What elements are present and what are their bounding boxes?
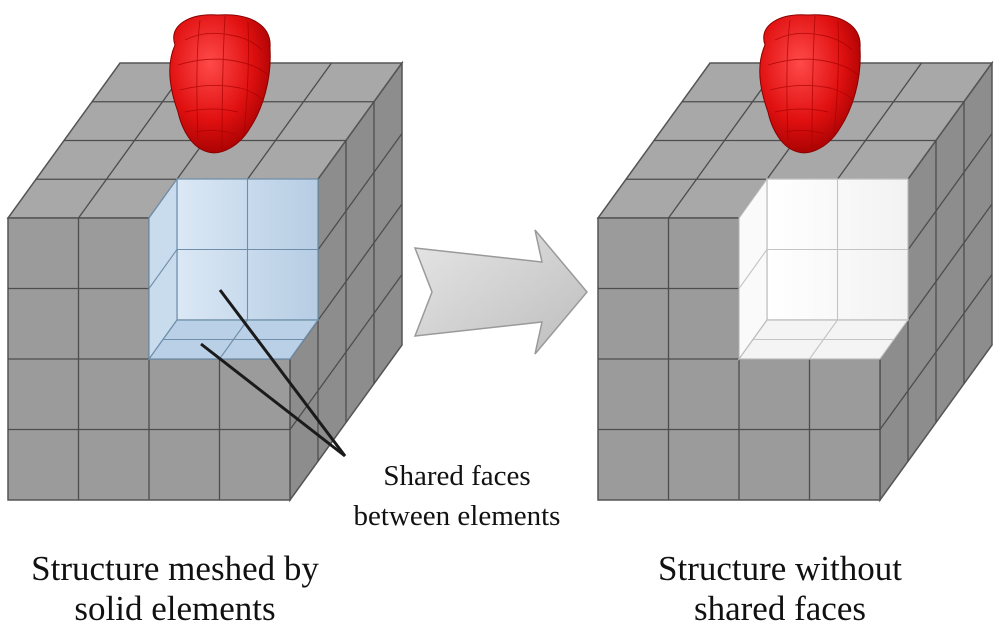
annotation-line-2: between elements xyxy=(353,500,561,532)
left-caption-line-1: Structure meshed by xyxy=(31,549,319,588)
left-meshed-cube xyxy=(6,14,404,503)
shared-faces-annotation: Shared faces between elements xyxy=(322,456,592,536)
left-impactor xyxy=(169,14,271,154)
transition-arrow xyxy=(413,229,588,355)
right-caption: Structure without shared faces xyxy=(610,549,950,629)
right-caption-line-2: shared faces xyxy=(694,589,866,628)
left-caption: Structure meshed by solid elements xyxy=(0,549,350,629)
left-cavity xyxy=(147,177,320,361)
shared-faces-leader-lines xyxy=(200,289,347,458)
left-caption-line-2: solid elements xyxy=(74,589,276,628)
right-impactor xyxy=(759,14,861,154)
right-cavity xyxy=(737,177,910,361)
right-cube xyxy=(596,14,994,503)
annotation-line-1: Shared faces xyxy=(383,460,531,492)
right-caption-line-1: Structure without xyxy=(658,549,902,588)
